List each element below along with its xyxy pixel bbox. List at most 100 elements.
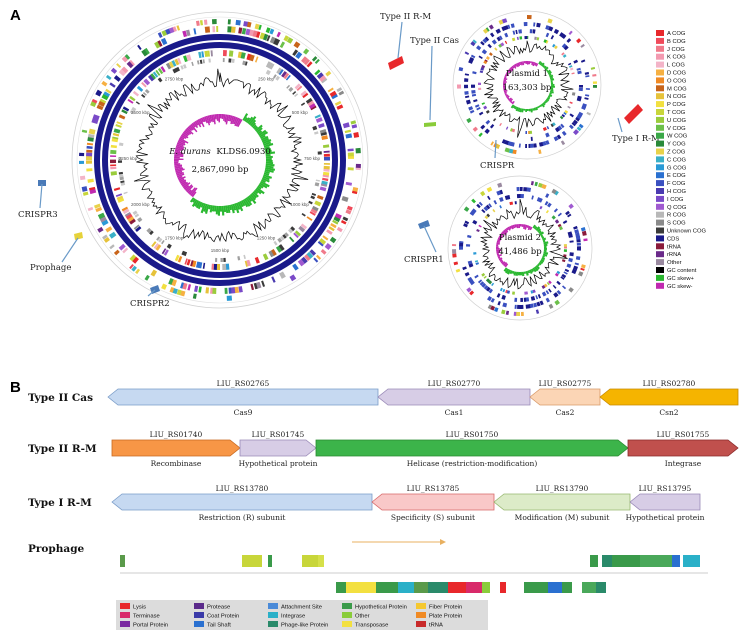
main-gc-skew-bin bbox=[174, 156, 180, 159]
main-feature bbox=[169, 286, 175, 293]
prophage-gene-block bbox=[482, 582, 490, 593]
cog-legend-label: H COG bbox=[667, 189, 686, 195]
p1-feature bbox=[504, 25, 509, 30]
main-genome-name: E. durans KLDS6.0930 bbox=[168, 147, 271, 157]
p1-gc-skew-bin bbox=[549, 90, 554, 94]
main-feature bbox=[135, 101, 140, 105]
p1-feature bbox=[458, 66, 464, 72]
main-gc-skew-bin bbox=[200, 203, 206, 214]
main-gc-skew-bin bbox=[265, 161, 274, 165]
p1-gc-skew-bin bbox=[531, 61, 534, 66]
main-feature bbox=[310, 208, 318, 214]
p1-gc-skew-bin bbox=[510, 104, 515, 109]
main-gc-skew-bin bbox=[252, 191, 259, 198]
p1-gc-skew-bin bbox=[544, 66, 549, 71]
main-feature bbox=[118, 171, 123, 175]
p1-feature bbox=[573, 59, 579, 64]
p2-feature bbox=[497, 300, 501, 306]
main-gc-skew-bin bbox=[180, 181, 187, 186]
p2-gc-skew-bin bbox=[497, 256, 501, 259]
main-feature bbox=[91, 98, 98, 104]
cog-legend-swatch bbox=[656, 124, 664, 131]
main-feature bbox=[308, 200, 313, 205]
gene-arrow bbox=[529, 388, 601, 406]
p2-gc-skew-bin bbox=[505, 227, 509, 231]
main-feature bbox=[298, 225, 306, 233]
p2-gc-skew-bin bbox=[526, 225, 530, 229]
p1-gc-skew-bin bbox=[503, 80, 507, 83]
p1-feature bbox=[533, 143, 537, 148]
main-feature bbox=[315, 179, 320, 182]
p1-gc-skew-bin bbox=[530, 61, 532, 64]
main-feature bbox=[330, 222, 337, 229]
main-feature bbox=[249, 54, 255, 62]
main-feature bbox=[254, 56, 259, 63]
main-gc-skew-bin bbox=[212, 114, 216, 125]
main-feature bbox=[150, 73, 157, 80]
p2-gc-skew-bin bbox=[512, 224, 516, 229]
main-feature bbox=[144, 274, 150, 281]
p1-gc-skew-bin bbox=[549, 76, 554, 80]
main-feature bbox=[278, 69, 284, 76]
prophage-legend-label: Transposase bbox=[355, 623, 388, 629]
main-feature bbox=[204, 50, 209, 58]
main-feature bbox=[355, 147, 361, 154]
main-feature bbox=[344, 129, 352, 134]
main-gc-skew-bin bbox=[200, 117, 205, 123]
p1-feature bbox=[538, 149, 542, 154]
gene-arrow bbox=[239, 439, 317, 457]
p2-feature bbox=[580, 226, 586, 232]
main-feature bbox=[191, 61, 194, 66]
main-gc-skew-bin bbox=[200, 202, 205, 208]
main-gc-skew-bin bbox=[213, 205, 217, 212]
cog-legend-label: V COG bbox=[667, 126, 686, 132]
p2-feature bbox=[464, 220, 470, 225]
main-feature bbox=[329, 236, 337, 244]
main-gc-skew-bin bbox=[190, 187, 198, 197]
main-gc-skew-bin bbox=[174, 164, 183, 168]
main-tick-label: 1250 kbp bbox=[257, 236, 276, 241]
prophage-gene-block bbox=[398, 582, 414, 593]
p2-feature bbox=[478, 224, 482, 228]
main-gc-skew-bin bbox=[180, 134, 187, 140]
p2-gc-skew-bin bbox=[500, 260, 504, 264]
main-feature bbox=[182, 64, 187, 69]
p2-feature bbox=[554, 299, 560, 306]
main-feature bbox=[314, 131, 319, 135]
gene-arrow bbox=[377, 388, 531, 406]
p1-feature bbox=[561, 43, 567, 49]
p1-feature bbox=[465, 95, 470, 99]
p2-feature bbox=[538, 182, 543, 188]
main-feature bbox=[116, 63, 122, 69]
main-feature bbox=[198, 51, 202, 59]
p2-gc-skew-bin bbox=[529, 226, 533, 231]
main-feature bbox=[113, 249, 120, 256]
main-gc-skew-bin bbox=[248, 116, 257, 126]
prophage-legend-label: Tail Shaft bbox=[207, 623, 231, 629]
main-gc-skew-bin bbox=[230, 115, 235, 125]
main-feature bbox=[284, 232, 289, 237]
main-gc-skew-bin bbox=[202, 116, 206, 123]
p2-feature bbox=[541, 291, 547, 297]
main-feature bbox=[297, 259, 305, 267]
p2-feature bbox=[520, 297, 524, 302]
main-feature bbox=[87, 206, 94, 212]
main-solid-ring bbox=[94, 34, 346, 286]
main-feature bbox=[136, 85, 144, 92]
cog-legend-label: I COG bbox=[667, 197, 684, 203]
p2-feature bbox=[467, 260, 473, 265]
p1-feature bbox=[499, 122, 502, 127]
crispr1-marker bbox=[418, 220, 430, 229]
main-feature bbox=[168, 61, 175, 69]
main-gc-skew-bin bbox=[174, 163, 181, 166]
p1-feature bbox=[554, 127, 560, 133]
p1-feature bbox=[564, 110, 569, 114]
prophage-gene-block bbox=[242, 555, 262, 567]
main-feature bbox=[193, 28, 197, 35]
cog-legend-swatch bbox=[656, 69, 664, 76]
p2-feature bbox=[512, 291, 515, 295]
main-gc-skew-bin bbox=[261, 137, 269, 143]
p2-gc-skew-bin bbox=[535, 226, 541, 232]
p2-gc-skew-bin bbox=[500, 232, 504, 236]
p2-gc-skew-bin bbox=[538, 230, 542, 234]
